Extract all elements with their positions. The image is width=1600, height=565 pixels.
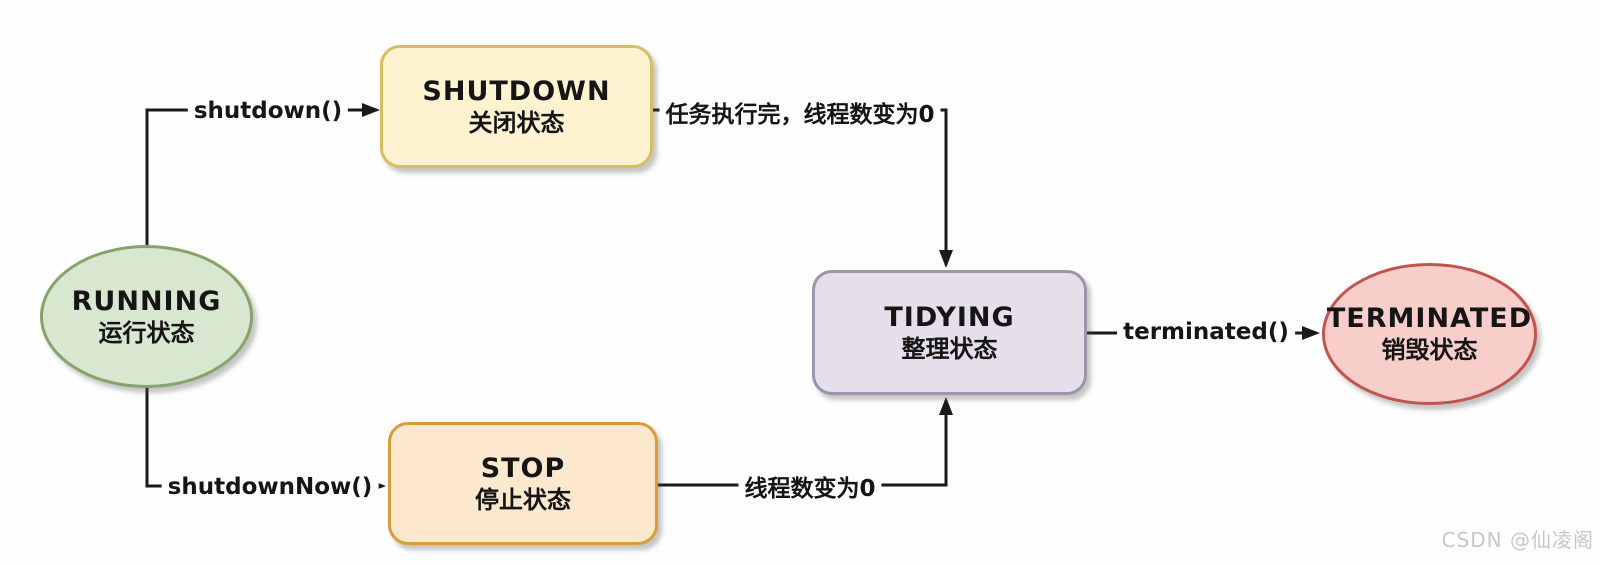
state-node-running-label: RUNNING	[71, 285, 222, 317]
state-node-stop-sublabel: 停止状态	[475, 485, 571, 514]
state-node-tidying-label: TIDYING	[884, 301, 1015, 333]
state-node-running-sublabel: 运行状态	[98, 318, 195, 347]
edge-running-to-shutdown-connector	[145, 103, 380, 247]
state-node-stop-label: STOP	[480, 452, 566, 484]
state-node-terminated-sublabel: 销毁状态	[1381, 336, 1478, 365]
edge-label-threads-zero: 线程数变为0	[738, 469, 882, 503]
edge-running-to-stop-connector	[145, 386, 386, 493]
edge-label-tasks-done-threads-zero: 任务执行完，线程数变为0	[659, 95, 941, 129]
state-node-tidying: TIDYING 整理状态	[812, 270, 1087, 395]
state-node-shutdown-sublabel: 关闭状态	[468, 108, 565, 137]
edge-shutdown-to-tidying-connector	[653, 108, 953, 268]
state-node-stop: STOP 停止状态	[388, 422, 658, 545]
state-node-terminated: TERMINATED 销毁状态	[1322, 263, 1537, 405]
edge-label-shutdown-call: shutdown()	[187, 98, 349, 124]
state-node-running: RUNNING 运行状态	[40, 245, 253, 388]
state-node-shutdown-label: SHUTDOWN	[422, 75, 611, 107]
state-node-tidying-sublabel: 整理状态	[901, 334, 998, 363]
state-node-shutdown: SHUTDOWN 关闭状态	[380, 45, 653, 168]
csdn-watermark: CSDN @仙凌阁	[1441, 528, 1594, 552]
state-node-terminated-label: TERMINATED	[1326, 303, 1533, 335]
edge-label-shutdownnow-call: shutdownNow()	[161, 474, 379, 500]
edge-label-terminated-call: terminated()	[1117, 319, 1295, 345]
